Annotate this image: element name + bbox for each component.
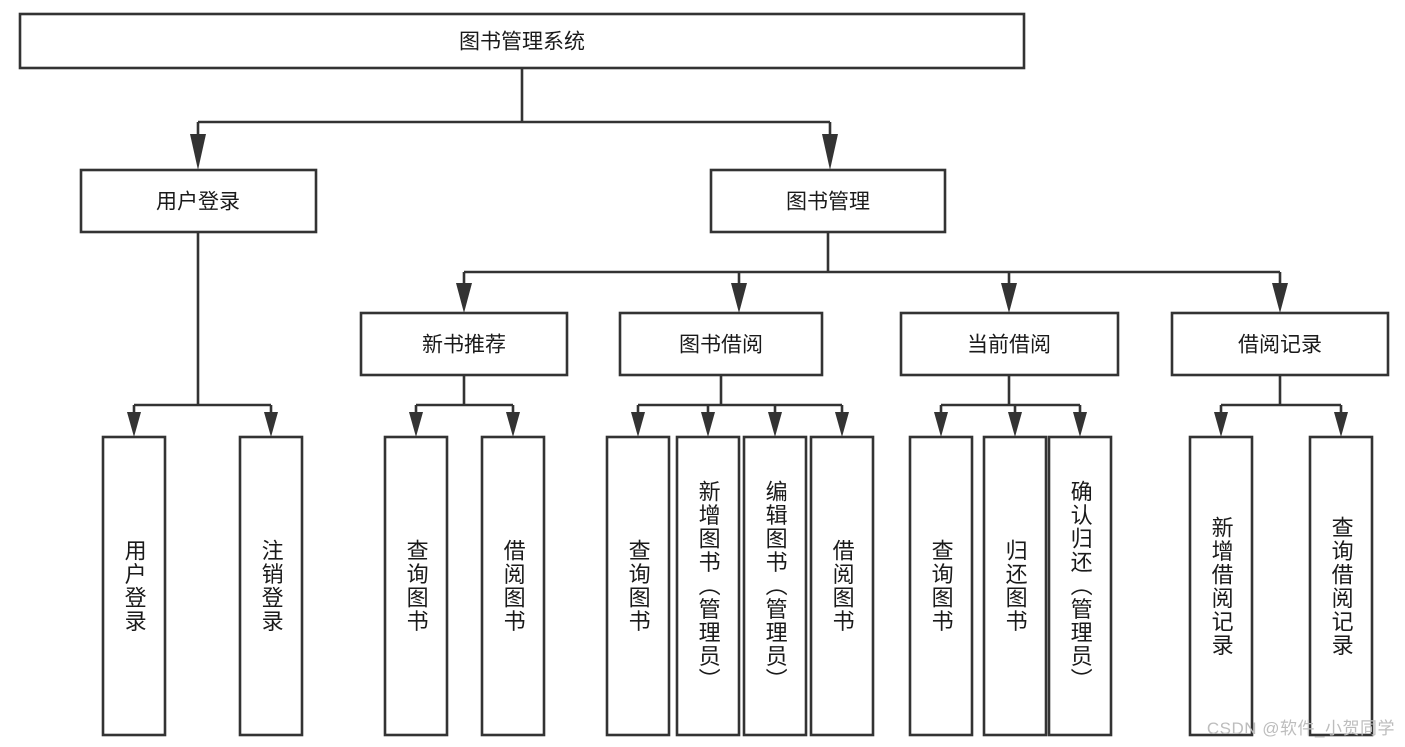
node-leaf-borrow-book-recommend-rect[interactable] [480, 435, 546, 737]
arrow-to-leaf-add-book-admin [701, 412, 715, 437]
arrow-to-leaf-user-login [127, 412, 141, 437]
arrow-to-book-borrow [731, 283, 747, 313]
node-root-rect[interactable] [18, 12, 1026, 70]
node-leaf-logout-rect[interactable] [238, 435, 304, 737]
node-new-book-recommend[interactable]: 新书推荐 [359, 311, 569, 377]
node-leaf-edit-book-admin-rect[interactable] [742, 435, 808, 737]
node-book-manage-rect[interactable] [709, 168, 947, 234]
arrow-to-new-book-recommend [456, 283, 472, 313]
node-leaf-query-borrow-record-rect[interactable] [1308, 435, 1374, 737]
node-leaf-query-book-borrow-rect[interactable] [605, 435, 671, 737]
node-borrow-record-rect[interactable] [1170, 311, 1390, 377]
node-book-borrow[interactable]: 图书借阅 [618, 311, 824, 377]
node-user-login-rect[interactable] [79, 168, 318, 234]
node-root[interactable]: 图书管理系统 [18, 12, 1026, 70]
csdn-watermark: CSDN @软件_小贺同学 [1206, 719, 1395, 738]
node-leaf-confirm-return-admin-rect[interactable] [1047, 435, 1113, 737]
arrow-to-borrow-record [1272, 283, 1288, 313]
arrow-to-leaf-query-book-recommend [409, 412, 423, 437]
arrow-to-leaf-borrow-book-recommend [506, 412, 520, 437]
arrow-to-user-login [190, 134, 206, 170]
arrow-to-leaf-return-book [1008, 412, 1022, 437]
node-book-borrow-rect[interactable] [618, 311, 824, 377]
connector-group-newbook-to-leaves [409, 375, 520, 437]
arrow-to-leaf-query-book-current [934, 412, 948, 437]
node-book-manage[interactable]: 图书管理 [709, 168, 947, 234]
arrow-to-book-manage [822, 134, 838, 170]
arrow-to-leaf-edit-book-admin [768, 412, 782, 437]
connector-group-currentborrow-to-leaves [934, 375, 1087, 437]
node-book-manage-label: 图书管理 [786, 191, 870, 214]
arrow-to-leaf-logout [264, 412, 278, 437]
node-new-book-recommend-rect[interactable] [359, 311, 569, 377]
connector-group-root-to-level2 [190, 68, 838, 170]
node-leaf-user-login-rect[interactable] [101, 435, 167, 737]
connector-group-borrowrecord-to-leaves [1214, 375, 1348, 437]
connector-group-userlogin-to-leaves [127, 232, 278, 437]
node-new-book-recommend-label: 新书推荐 [422, 334, 506, 357]
node-borrow-record-label: 借阅记录 [1238, 334, 1322, 357]
node-leaf-return-book-rect[interactable] [982, 435, 1048, 737]
node-current-borrow-label: 当前借阅 [967, 334, 1051, 357]
node-book-borrow-label: 图书借阅 [679, 334, 763, 357]
node-borrow-record[interactable]: 借阅记录 [1170, 311, 1390, 377]
node-user-login[interactable]: 用户登录 [79, 168, 318, 234]
arrow-to-leaf-add-borrow-record [1214, 412, 1228, 437]
arrow-to-leaf-borrow-book [835, 412, 849, 437]
arrow-to-leaf-query-book-borrow [631, 412, 645, 437]
node-current-borrow-rect[interactable] [899, 311, 1120, 377]
node-root-label: 图书管理系统 [459, 31, 585, 54]
connector-group-bookmanage-to-level3 [456, 232, 1288, 313]
leaf-boxes [101, 435, 1374, 737]
node-leaf-query-book-current-rect[interactable] [908, 435, 974, 737]
node-leaf-add-borrow-record-rect[interactable] [1188, 435, 1254, 737]
node-user-login-label: 用户登录 [156, 191, 240, 214]
connector-group-bookborrow-to-leaves [631, 375, 849, 437]
node-leaf-borrow-book-rect[interactable] [809, 435, 875, 737]
node-leaf-add-book-admin-rect[interactable] [675, 435, 741, 737]
arrow-to-current-borrow [1001, 283, 1017, 313]
arrow-to-leaf-query-borrow-record [1334, 412, 1348, 437]
node-leaf-query-book-recommend-rect[interactable] [383, 435, 449, 737]
node-current-borrow[interactable]: 当前借阅 [899, 311, 1120, 377]
arrow-to-leaf-confirm-return-admin [1073, 412, 1087, 437]
